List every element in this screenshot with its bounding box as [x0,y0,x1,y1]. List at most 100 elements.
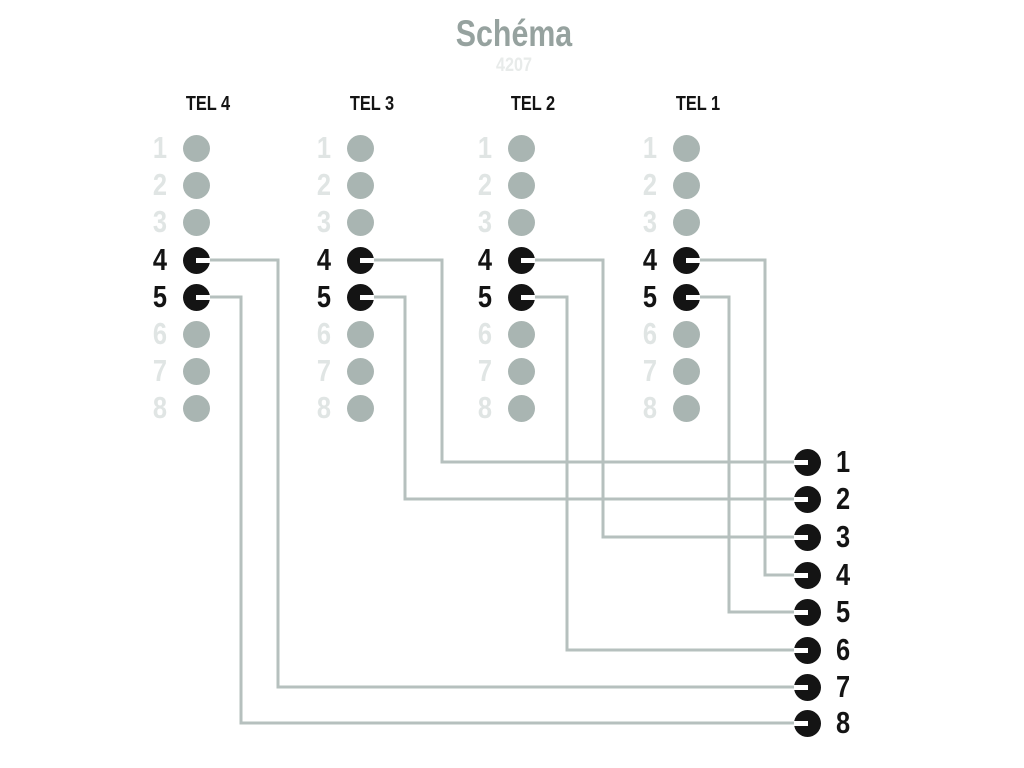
output-pin-6-dot [794,637,821,664]
tel4-pin-7-dot [183,358,210,385]
tel4-pin-3-dot [183,209,210,236]
tel2-pin-5-dot [508,284,535,311]
tel3-pin-3-dot [347,209,374,236]
tel4-pin-7-label: 7 [152,353,167,388]
output-pin-3-label: 3 [836,519,851,554]
output-pin-8-dot [794,710,821,737]
tel1-pin-4-label: 4 [642,242,657,277]
tel4-pin-5-label: 5 [152,279,167,314]
tel1-pin-1-label: 1 [642,130,657,165]
tel3-pin-7-label: 7 [316,353,331,388]
wire-tel4-pin5-to-output8 [196,295,807,725]
tel4-pin-2-label: 2 [152,167,167,202]
tel1-pin-1-dot [673,135,700,162]
wire-tel2-pin5-to-output6 [521,295,807,652]
tel1-pin-8-dot [673,395,700,422]
tel2-pin-6-label: 6 [477,316,492,351]
tel2-pin-8-label: 8 [477,390,492,425]
tel1-pin-6-dot [673,321,700,348]
tel4-pin-4-label: 4 [152,242,167,277]
connector-header-tel2: TEL 2 [510,93,556,115]
wire-notch [794,721,808,726]
wire-tel1-pin4-to-output4 [686,258,807,577]
output-pin-5-label: 5 [836,594,851,629]
connector-header-tel3: TEL 3 [349,93,395,115]
wire-notch [521,258,535,263]
tel4-pin-1-dot [183,135,210,162]
tel3-pin-6-label: 6 [316,316,331,351]
output-pin-2-dot [794,486,821,513]
wire-notch [360,295,374,300]
diagram-title: Schéma [455,13,573,54]
tel3-pin-4-label: 4 [316,242,331,277]
output-pin-5-dot [794,599,821,626]
wire-notch [794,610,808,615]
output-pin-2-label: 2 [836,481,851,516]
tel4-pin-8-label: 8 [152,390,167,425]
wire-notch [794,648,808,653]
tel3-pin-2-label: 2 [316,167,331,202]
tel2-pin-1-label: 1 [477,130,492,165]
tel2-pin-3-dot [508,209,535,236]
tel2-pin-7-label: 7 [477,353,492,388]
tel2-pin-5-label: 5 [477,279,492,314]
tel4-pin-3-label: 3 [152,204,167,239]
tel2-pin-8-dot [508,395,535,422]
tel1-pin-5-label: 5 [642,279,657,314]
output-pin-8-label: 8 [836,705,851,740]
wire-tel4-pin4-to-output7 [196,258,807,689]
tel3-pin-8-dot [347,395,374,422]
tel3-pin-1-dot [347,135,374,162]
tel1-pin-6-label: 6 [642,316,657,351]
output-pin-3-dot [794,524,821,551]
tel3-pin-1-label: 1 [316,130,331,165]
output-pin-6-label: 6 [836,632,851,667]
tel4-pin-2-dot [183,172,210,199]
wire-tel3-pin5-to-output2 [360,295,807,501]
wire-tel2-pin4-to-output3 [521,258,807,539]
tel1-pin-7-dot [673,358,700,385]
tel1-pin-2-label: 2 [642,167,657,202]
tel1-pin-3-label: 3 [642,204,657,239]
wire-tel3-pin4-to-output1 [360,258,807,464]
output-pin-1-label: 1 [836,444,851,479]
tel3-pin-5-label: 5 [316,279,331,314]
tel3-pin-5-dot [347,284,374,311]
tel2-pin-6-dot [508,321,535,348]
tel3-pin-3-label: 3 [316,204,331,239]
connector-header-tel1: TEL 1 [675,93,721,115]
wire-notch [794,535,808,540]
tel2-pin-4-label: 4 [477,242,492,277]
wire-notch [686,295,700,300]
tel2-pin-1-dot [508,135,535,162]
output-pin-4-dot [794,562,821,589]
wire-notch [794,497,808,502]
output-pin-7-label: 7 [836,669,851,704]
tel4-pin-5-dot [183,284,210,311]
output-pin-7-dot [794,674,821,701]
wire-notch [794,573,808,578]
tel1-pin-2-dot [673,172,700,199]
tel1-pin-5-dot [673,284,700,311]
tel3-pin-4-dot [347,247,374,274]
wire-notch [686,258,700,263]
tel3-pin-6-dot [347,321,374,348]
wire-notch [794,685,808,690]
wire-notch [196,258,210,263]
tel3-pin-8-label: 8 [316,390,331,425]
tel4-pin-6-label: 6 [152,316,167,351]
output-pin-4-label: 4 [836,557,851,592]
tel1-pin-3-dot [673,209,700,236]
tel3-pin-7-dot [347,358,374,385]
tel4-pin-8-dot [183,395,210,422]
tel2-pin-3-label: 3 [477,204,492,239]
wire-notch [521,295,535,300]
wire-tel1-pin5-to-output5 [686,295,807,614]
tel4-pin-6-dot [183,321,210,348]
tel4-pin-4-dot [183,247,210,274]
diagram-code: 4207 [496,55,532,76]
tel4-pin-1-label: 1 [152,130,167,165]
tel2-pin-2-dot [508,172,535,199]
